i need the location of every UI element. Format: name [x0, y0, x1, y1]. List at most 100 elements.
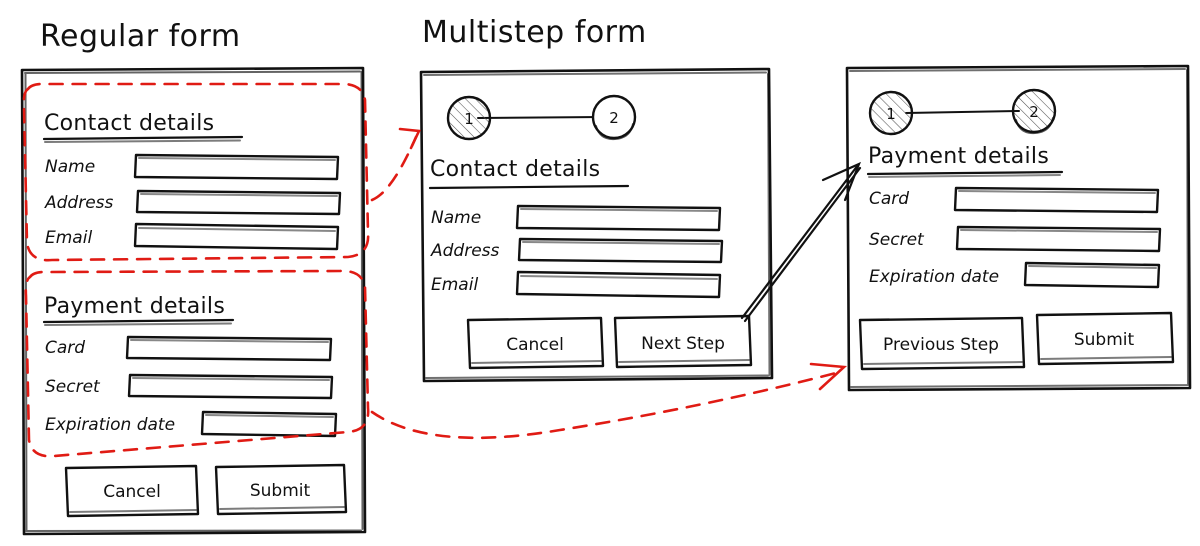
field-row-email: Email	[45, 222, 340, 251]
next-step-to-step2-arrow-head	[821, 161, 861, 202]
next-step-button-outline	[613, 314, 753, 369]
field-label-expiration-date-step2: Expiration date	[869, 267, 999, 287]
field-row-card-step2: Card	[869, 186, 1160, 214]
submit-button-regular-label: Submit	[250, 481, 311, 501]
heading-underline-payment	[42, 318, 235, 324]
field-input-name-shade	[138, 157, 336, 161]
field-row-name-step1: Name	[431, 204, 722, 232]
step-circle-1-number: 1	[464, 110, 474, 128]
field-input-expiration-date-step2[interactable]	[1023, 261, 1161, 289]
step-circle-1[interactable]: 1	[446, 95, 492, 141]
step-indicator-step1: 1 2	[446, 94, 637, 141]
field-input-address-shade	[140, 193, 338, 197]
field-input-card[interactable]	[125, 335, 333, 362]
field-input-secret[interactable]	[127, 373, 334, 400]
field-row-secret-step2: Secret	[869, 225, 1162, 253]
contact-to-step1-arrow-shaft	[370, 135, 418, 202]
submit-button-regular[interactable]: Submit	[214, 463, 348, 516]
step-circle-2-sketch-overstroke	[595, 123, 634, 141]
cancel-button-regular-outline	[64, 464, 200, 518]
field-input-email[interactable]	[133, 222, 340, 251]
section-heading-payment-details: Payment details	[44, 294, 225, 319]
field-label-card: Card	[45, 338, 85, 358]
step-circle-1-shape	[446, 95, 492, 141]
field-input-address-step1-shade	[522, 241, 720, 245]
multistep-step-2-actions: Previous Step Submit	[858, 311, 1175, 371]
submit-button-regular-shade	[219, 506, 345, 510]
multistep-step-1-actions: Cancel Next Step	[466, 314, 753, 370]
next-step-button[interactable]: Next Step	[613, 314, 753, 369]
field-row-card: Card	[45, 335, 333, 362]
submit-button-step2-shade	[1040, 356, 1172, 360]
field-row-expiration-date-step2: Expiration date	[869, 261, 1161, 289]
page-title-regular-form: Regular form	[40, 19, 241, 54]
section-contact-details-regular: Contact details Name Address Emai	[42, 111, 342, 251]
field-input-name[interactable]	[133, 153, 340, 181]
multistep-step-1-panel: Multistep form 1 2 Contact details	[419, 15, 774, 383]
field-row-address-step1: Address	[430, 237, 724, 264]
field-input-address[interactable]	[135, 189, 342, 216]
field-label-email-step1: Email	[431, 275, 478, 295]
heading-underline-payment-2	[44, 322, 232, 326]
step-circle-2-step2[interactable]: 2	[1011, 88, 1057, 135]
cancel-button-step1-shade	[471, 360, 602, 364]
next-step-to-step2-arrow-shaft-2	[743, 166, 862, 323]
field-row-secret: Secret	[45, 373, 334, 400]
field-input-email-step1[interactable]	[515, 270, 722, 299]
step-circle-2-shape	[591, 94, 637, 140]
field-row-address: Address	[44, 189, 342, 216]
regular-form-frame	[20, 66, 367, 536]
page-title-multistep-form: Multistep form	[422, 15, 647, 50]
section-payment-details-regular: Payment details Card Secret Expir	[42, 294, 338, 438]
submit-button-regular-outline	[214, 463, 348, 516]
section-heading-contact-details-step1: Contact details	[430, 157, 600, 182]
section-heading-contact-details: Contact details	[44, 111, 214, 136]
cancel-button-step1[interactable]: Cancel	[466, 316, 605, 370]
step-circle-2-step2-shape	[1011, 88, 1057, 134]
previous-step-button[interactable]: Previous Step	[858, 316, 1026, 371]
submit-button-step2-label: Submit	[1074, 330, 1135, 350]
field-input-expiration-date-step2-shade	[1028, 265, 1157, 269]
cancel-button-step1-label: Cancel	[506, 335, 564, 355]
field-input-secret-step2[interactable]	[955, 225, 1162, 253]
field-label-expiration-date: Expiration date	[45, 415, 175, 435]
multistep-step-1-frame-shadow	[423, 71, 771, 379]
previous-step-button-label: Previous Step	[883, 335, 999, 355]
next-step-button-label: Next Step	[641, 334, 725, 354]
field-input-name-step1[interactable]	[515, 204, 722, 232]
field-input-email-step1-shade	[520, 275, 718, 280]
step-circle-2[interactable]: 2	[591, 94, 637, 141]
heading-underline-payment-step2	[866, 170, 1064, 176]
field-label-address-step1: Address	[430, 241, 500, 261]
step-circle-1-step2[interactable]: 1	[868, 90, 914, 136]
field-row-name: Name	[45, 153, 340, 181]
next-step-button-shade	[618, 359, 750, 363]
field-label-name: Name	[45, 157, 95, 177]
field-input-expiration-date-shade	[205, 414, 334, 418]
field-input-expiration-date[interactable]	[200, 410, 338, 438]
regular-form-frame-shadow	[24, 70, 364, 532]
heading-underline-payment-step2-b	[868, 174, 1061, 178]
step-circle-2-number: 2	[609, 109, 619, 127]
field-input-card-step2[interactable]	[953, 186, 1160, 214]
cancel-button-regular[interactable]: Cancel	[64, 464, 200, 518]
heading-underline-contact-step1	[428, 184, 630, 190]
contact-to-step1-arrow-head	[398, 127, 421, 150]
field-input-name-step1-shade	[520, 208, 718, 212]
field-input-address-step1[interactable]	[517, 237, 724, 264]
field-input-secret-shade	[132, 377, 330, 381]
field-row-email-step1: Email	[431, 270, 722, 299]
annotation-payment-highlight-region	[24, 269, 370, 458]
previous-step-button-outline	[858, 316, 1026, 371]
submit-button-step2[interactable]: Submit	[1035, 311, 1175, 366]
step-indicator-step2: 1 2	[868, 88, 1057, 136]
field-input-card-step2-shade	[958, 190, 1156, 194]
annotation-payment-to-step2-arrow	[370, 362, 848, 440]
field-input-email-shade	[138, 227, 336, 232]
next-step-to-step2-arrow-shaft	[740, 163, 860, 320]
previous-step-button-shade	[863, 361, 1023, 365]
regular-form-actions: Cancel Submit	[64, 463, 348, 518]
section-contact-details-step1: Contact details Name Address Email	[428, 157, 724, 299]
step-connector-line-step2	[905, 110, 1020, 114]
